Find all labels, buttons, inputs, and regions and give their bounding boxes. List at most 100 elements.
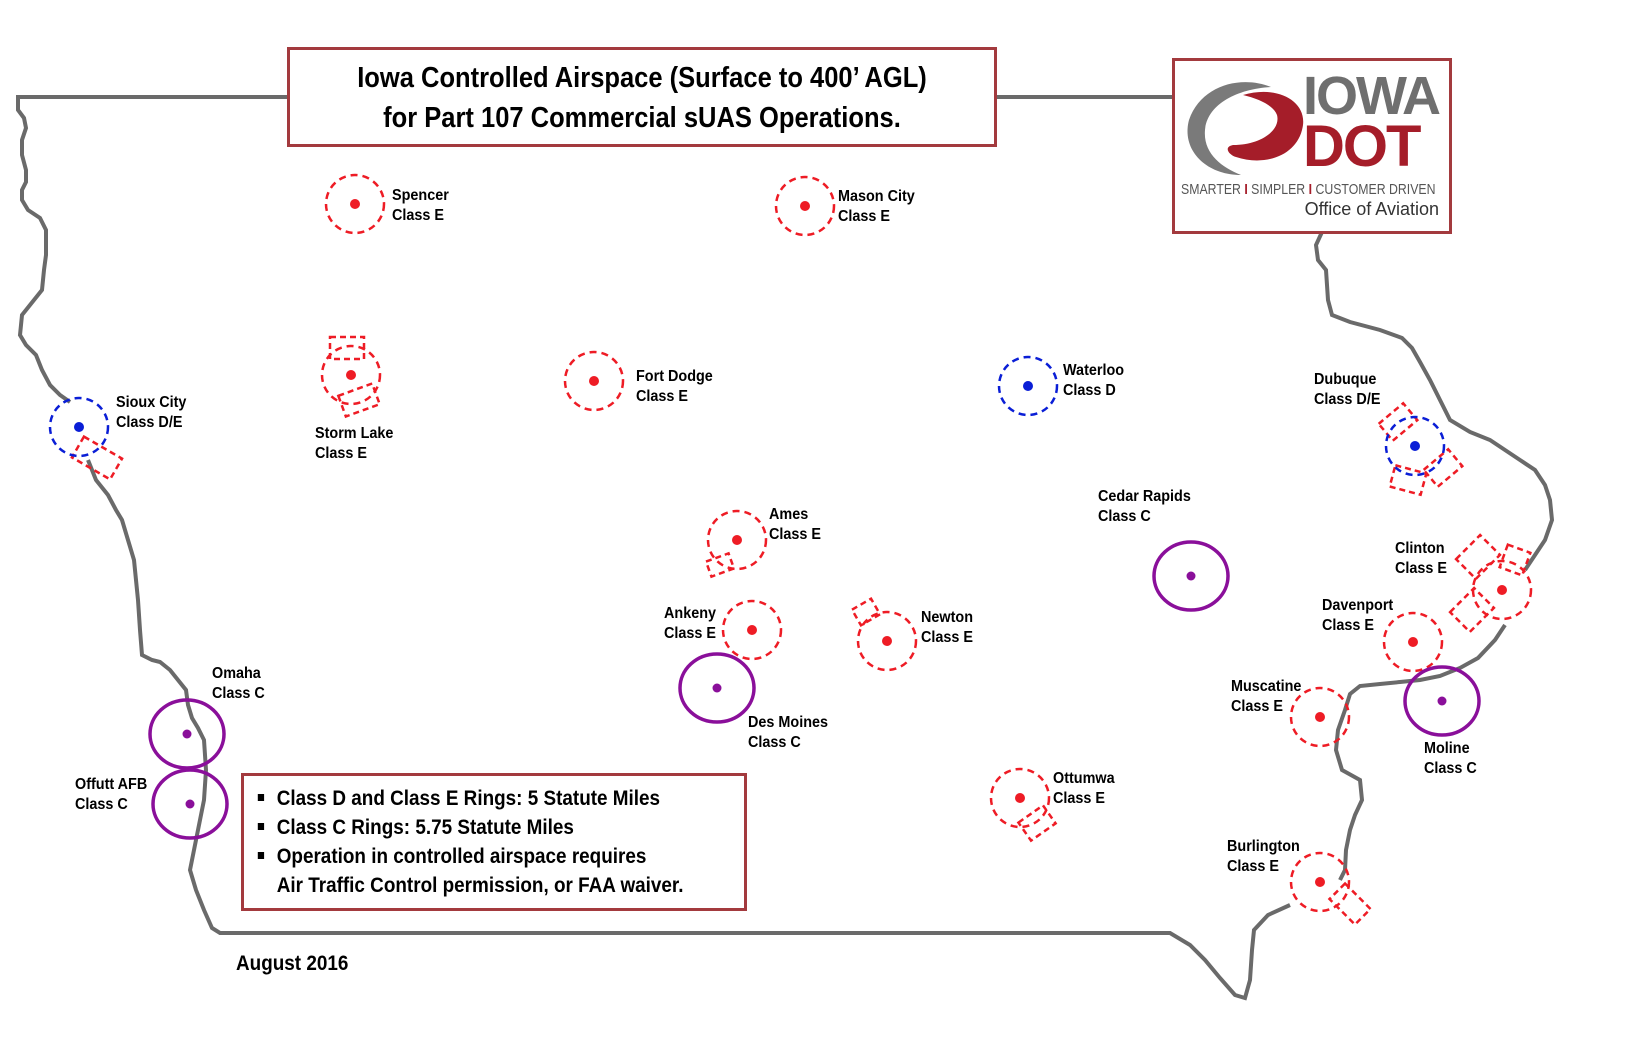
- airport-marker-icon: [800, 201, 810, 211]
- iowa-dot-logo: IOWA DOT SMARTER I SIMPLER I CUSTOMER DR…: [1172, 58, 1452, 234]
- logo-word-iowa: IOWA: [1303, 66, 1441, 126]
- airport-marker-icon: [882, 636, 892, 646]
- airport-marker-icon: [712, 683, 722, 693]
- airspace-ring-davenport: [1382, 611, 1444, 673]
- airspace-ring-clinton: [1471, 559, 1533, 621]
- airspace-ring-dubuque: [1384, 415, 1446, 477]
- map-title-box: Iowa Controlled Airspace (Surface to 400…: [287, 47, 997, 147]
- airport-marker-icon: [350, 199, 360, 209]
- tagline-part: SIMPLER: [1251, 181, 1306, 198]
- logo-office-name: Office of Aviation: [1304, 199, 1439, 219]
- airport-marker-icon: [1023, 381, 1033, 391]
- airport-marker-icon: [732, 535, 742, 545]
- legend-box: Class D and Class E Rings: 5 Statute Mil…: [241, 773, 747, 911]
- airport-marker-icon: [1015, 793, 1025, 803]
- iowa-dot-swoosh-icon: [1187, 82, 1304, 175]
- airport-marker-icon: [1186, 571, 1196, 581]
- airspace-ring-mason-city: [774, 175, 836, 237]
- airspace-extension: [70, 434, 124, 482]
- airspace-ring-burlington: [1289, 851, 1351, 913]
- tagline-part: SMARTER: [1181, 181, 1241, 198]
- airspace-extension: [1376, 401, 1420, 443]
- airspace-ring-fort-dodge: [563, 350, 625, 412]
- airspace-ring-moline: [1403, 665, 1481, 737]
- legend-item: Operation in controlled airspace require…: [256, 842, 695, 871]
- bullet-icon: [257, 822, 265, 830]
- logo-word-dot: DOT: [1303, 114, 1421, 179]
- airport-marker-icon: [1437, 696, 1447, 706]
- legend-item: Class D and Class E Rings: 5 Statute Mil…: [256, 784, 695, 813]
- airspace-ring-newton: [856, 610, 918, 672]
- airport-marker-icon: [74, 422, 84, 432]
- airspace-ring-spencer: [324, 173, 386, 235]
- map-title-line-2: for Part 107 Commercial sUAS Operations.: [383, 102, 901, 134]
- tagline-part: CUSTOMER DRIVEN: [1315, 181, 1436, 198]
- airspace-ring-storm-lake: [320, 344, 382, 406]
- airport-marker-icon: [1315, 712, 1325, 722]
- logo-tagline: SMARTER I SIMPLER I CUSTOMER DRIVEN: [1181, 181, 1436, 198]
- legend-text: Operation in controlled airspace require…: [276, 845, 647, 868]
- airport-marker-icon: [1410, 441, 1420, 451]
- airport-marker-icon: [182, 729, 192, 739]
- airspace-ring-des-moines: [678, 652, 756, 724]
- airspace-ring-omaha: [148, 698, 226, 770]
- tagline-separator: I: [1308, 181, 1313, 198]
- legend-text: Class C Rings: 5.75 Statute Miles: [276, 816, 574, 839]
- airspace-extension: [1498, 543, 1532, 577]
- airspace-extension: [850, 596, 882, 628]
- airspace-ring-ottumwa: [989, 767, 1051, 829]
- airspace-extension: [1454, 533, 1502, 581]
- airspace-ring-waterloo: [997, 355, 1059, 417]
- airspace-ring-ankeny: [721, 599, 783, 661]
- airspace-extension: [1388, 463, 1428, 497]
- map-date: August 2016: [236, 952, 349, 975]
- airport-marker-icon: [346, 370, 356, 380]
- legend-text: Class D and Class E Rings: 5 Statute Mil…: [276, 787, 661, 810]
- airspace-extension: [336, 381, 382, 419]
- airport-marker-icon: [747, 625, 757, 635]
- airspace-extension: [1448, 586, 1496, 634]
- airspace-ring-muscatine: [1289, 686, 1351, 748]
- map-title-line-1: Iowa Controlled Airspace (Surface to 400…: [357, 62, 927, 94]
- airspace-extension: [1016, 803, 1058, 843]
- airspace-ring-ames: [706, 509, 768, 571]
- airspace-ring-offutt-afb: [151, 768, 229, 840]
- airspace-ring-cedar-rapids: [1152, 540, 1230, 612]
- airport-marker-icon: [1408, 637, 1418, 647]
- bullet-icon: [257, 851, 265, 859]
- airspace-extension: [1421, 447, 1465, 489]
- airport-marker-icon: [185, 799, 195, 809]
- tagline-separator: I: [1244, 181, 1248, 198]
- bullet-icon: [257, 793, 265, 801]
- iowa-state-border-east: [1313, 231, 1555, 881]
- airspace-extension: [704, 551, 736, 579]
- legend-item: Class C Rings: 5.75 Statute Miles: [256, 813, 695, 842]
- legend-item-continuation: Air Traffic Control permission, or FAA w…: [276, 874, 684, 897]
- airspace-extension: [1327, 881, 1373, 927]
- airport-marker-icon: [1315, 877, 1325, 887]
- airport-marker-icon: [589, 376, 599, 386]
- iowa-state-border: [16, 95, 1291, 1001]
- airport-marker-icon: [1497, 585, 1507, 595]
